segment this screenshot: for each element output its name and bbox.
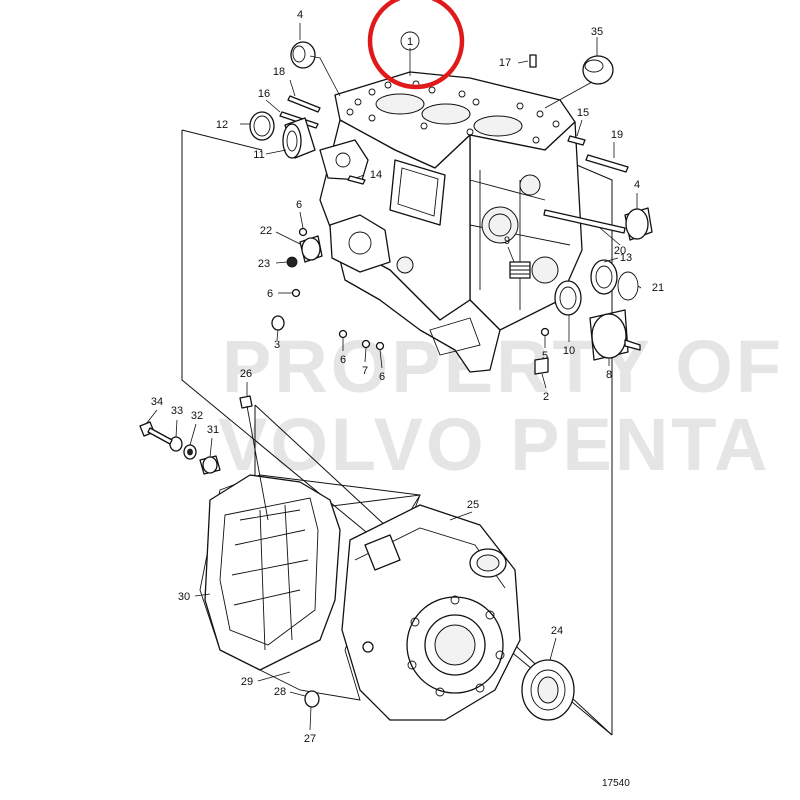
callout-27: 27 bbox=[304, 733, 316, 745]
callout-19: 19 bbox=[611, 129, 623, 141]
leader-lines bbox=[145, 23, 642, 731]
block-small-parts bbox=[249, 41, 653, 375]
callout-12: 12 bbox=[216, 119, 228, 131]
callout-3: 3 bbox=[274, 339, 280, 351]
callout-30: 30 bbox=[178, 591, 190, 603]
callout-11: 11 bbox=[253, 149, 264, 161]
callout-29: 29 bbox=[241, 676, 253, 688]
callout-25: 25 bbox=[467, 499, 479, 511]
callout-6-a: 6 bbox=[296, 199, 302, 211]
callout-8: 8 bbox=[606, 369, 612, 381]
callout-1-circle bbox=[400, 31, 420, 51]
callout-17: 17 bbox=[499, 57, 511, 69]
diagram-id: 17540 bbox=[602, 778, 630, 789]
callout-35: 35 bbox=[591, 26, 603, 38]
cylinder-block bbox=[319, 71, 583, 373]
callout-31: 31 bbox=[207, 424, 219, 436]
callout-10: 10 bbox=[563, 345, 575, 357]
callout-24: 24 bbox=[551, 625, 563, 637]
flywheel-housing bbox=[139, 395, 613, 736]
callout-2: 2 bbox=[543, 391, 549, 403]
callout-34: 34 bbox=[151, 396, 163, 408]
callout-28: 28 bbox=[274, 686, 286, 698]
callout-33: 33 bbox=[171, 405, 183, 417]
watermark-line-1: PROPERTY OF bbox=[222, 325, 784, 408]
callout-21: 21 bbox=[652, 282, 664, 294]
callout-1: 1 bbox=[407, 36, 413, 48]
callout-6-c: 6 bbox=[340, 354, 346, 366]
callout-15: 15 bbox=[577, 107, 589, 119]
callout-4-top: 4 bbox=[297, 9, 303, 21]
callout-9: 9 bbox=[504, 235, 510, 247]
callout-4-right: 4 bbox=[634, 179, 640, 191]
callout-16: 16 bbox=[258, 88, 270, 100]
callout-22: 22 bbox=[260, 225, 272, 237]
callout-numbers: 1 2 3 4 4 5 6 6 6 6 7 8 9 10 11 12 13 14… bbox=[151, 9, 664, 745]
callout-6-d: 6 bbox=[379, 371, 385, 383]
watermark-line-2: VOLVO PENTA bbox=[218, 403, 770, 486]
callout-5: 5 bbox=[542, 350, 548, 362]
callout-18: 18 bbox=[273, 66, 285, 78]
callout-26: 26 bbox=[240, 368, 252, 380]
callout-7: 7 bbox=[362, 365, 368, 377]
callout-32: 32 bbox=[191, 410, 203, 422]
callout-23: 23 bbox=[258, 258, 270, 270]
highlight-ring bbox=[367, 0, 465, 90]
callout-13: 13 bbox=[620, 252, 632, 264]
callout-6-b: 6 bbox=[267, 288, 273, 300]
callout-14: 14 bbox=[370, 169, 382, 181]
watermark: PROPERTY OF VOLVO PENTA bbox=[218, 325, 784, 486]
callout-20: 20 bbox=[614, 245, 626, 257]
